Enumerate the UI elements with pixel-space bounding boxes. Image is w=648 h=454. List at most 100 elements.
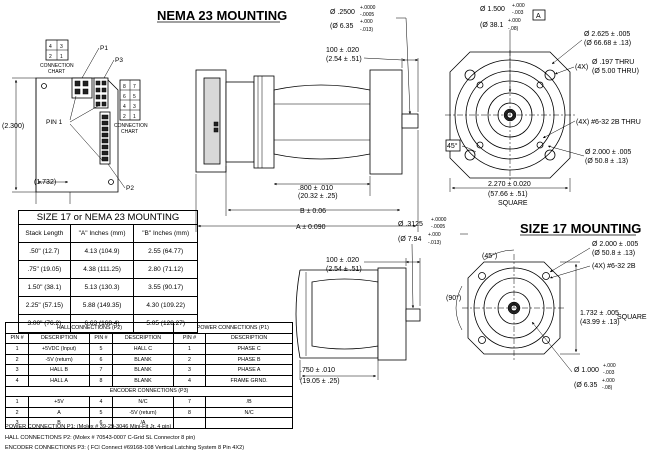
table-cell: 2 bbox=[4, 353, 30, 366]
table-cell: A bbox=[28, 406, 90, 419]
table-cell: 7 bbox=[172, 396, 207, 408]
s17-angle-90: (90°) bbox=[446, 294, 461, 302]
tol-minus: -.08) bbox=[602, 385, 613, 391]
nema-shaft-dia: Ø .2500 bbox=[330, 9, 355, 16]
table-row: 2 A 5 -5V (return) 8 N/C bbox=[4, 406, 293, 419]
table-row: 4 HALL A 8 BLANK 4 FRAME GRND. bbox=[4, 374, 293, 387]
p1-label: P1 bbox=[100, 45, 108, 52]
power-title: POWER CONNECTIONS (P1) bbox=[172, 322, 294, 334]
a-dim: A ± 0.090 bbox=[296, 224, 326, 231]
table-cell: 2.55 (64.77) bbox=[133, 242, 198, 261]
table-cell: 8 bbox=[172, 406, 207, 419]
table-cell bbox=[172, 417, 207, 429]
col-header: DESCRIPTION bbox=[112, 332, 174, 345]
hole-dia: Ø .197 THRU bbox=[592, 59, 634, 66]
tol-minus: -.003 bbox=[512, 10, 524, 16]
table-row: 3 HALL B 7 BLANK 3 PHASE A bbox=[4, 364, 293, 376]
note-hall: HALL CONNECTIONS P2: (Molex # 70543-0007… bbox=[5, 435, 196, 441]
s17-bc: Ø 2.000 ± .005 bbox=[592, 241, 638, 248]
chart-left-cell: 1 bbox=[60, 54, 63, 60]
s17-shaft-dia-mm: (Ø 7.94 bbox=[398, 236, 421, 243]
table-cell: 4 bbox=[88, 396, 114, 408]
nema23-front-view: Ø 1.500 +.000 -.003 (Ø 38.1 +.000 -.08) … bbox=[445, 3, 641, 207]
tol-minus: -.003 bbox=[603, 370, 615, 376]
table-cell: 3 bbox=[4, 364, 30, 376]
note-power: POWER CONNECTION P1: (Molex # 39-29-3046… bbox=[5, 424, 172, 430]
table-row: .50" (12.7) 4.13 (104.9) 2.55 (64.77) bbox=[18, 242, 198, 261]
table-cell: .75" (19.05) bbox=[18, 260, 71, 279]
hall-title: HALL CONNECTIONS (P2) bbox=[5, 322, 174, 334]
table-cell: 2.25" (57.15) bbox=[18, 296, 71, 315]
col-header: DESCRIPTION bbox=[205, 332, 293, 345]
table-cell: BLANK bbox=[112, 364, 174, 376]
chart-right-cell: 8 bbox=[123, 84, 126, 90]
table-cell: FRAME GRND. bbox=[205, 374, 293, 387]
p3-label: P3 bbox=[115, 57, 123, 64]
chart-left-cell: 2 bbox=[49, 54, 52, 60]
table-cell: 6 bbox=[88, 353, 114, 366]
table-cell: 3 bbox=[4, 417, 30, 429]
size17-side-view: .750 ± .010 (19.05 ± .25) 100 ± .020 (2.… bbox=[295, 217, 468, 385]
stack-length-table: SIZE 17 or NEMA 23 MOUNTING Stack Length… bbox=[18, 210, 198, 333]
chart-left-cell: 4 bbox=[49, 44, 52, 50]
s17-pilot-mm: (Ø 6.35 bbox=[574, 382, 597, 389]
square-dim: 2.270 ± 0.020 bbox=[488, 181, 531, 188]
height-dim: (2.300) bbox=[2, 123, 24, 130]
s17-square: 1.732 ± .005 bbox=[580, 310, 619, 317]
table-cell: /B bbox=[205, 396, 293, 408]
pilot-dia: Ø 1.500 bbox=[480, 6, 505, 13]
tol-minus: -.0005 bbox=[431, 224, 445, 230]
square-dim-mm: (57.66 ± .51) bbox=[488, 191, 528, 198]
table-cell: HALL A bbox=[28, 374, 90, 387]
hole-count: (4X) bbox=[575, 64, 588, 71]
table-cell: 4 bbox=[172, 374, 207, 387]
table-cell: HALL C bbox=[112, 343, 174, 355]
tol-plus: +.0000 bbox=[360, 5, 376, 11]
bc-dia: Ø 2.625 ± .005 bbox=[584, 31, 630, 38]
table-row: 1 +5V 4 N/C 7 /B bbox=[4, 396, 293, 408]
thread-callout: (4X) #6-32 2B THRU bbox=[576, 119, 641, 126]
table-row: 3 B 6 /A bbox=[4, 417, 293, 429]
table-cell bbox=[205, 417, 293, 429]
s17-shaft-len: 100 ± .020 bbox=[326, 257, 359, 264]
table-cell: N/C bbox=[205, 406, 293, 419]
tol-plus: +.000 bbox=[360, 19, 373, 25]
table-cell: BLANK bbox=[112, 353, 174, 366]
size17-title: SIZE 17 MOUNTING bbox=[520, 221, 641, 236]
tol-minus: -.013) bbox=[360, 27, 373, 33]
nema-flange-len-mm: (20.32 ± .25) bbox=[298, 193, 338, 200]
table-cell: 5 bbox=[88, 406, 114, 419]
b-dim: B ± 0.06 bbox=[300, 208, 326, 215]
bc2-dia: Ø 2.000 ± .005 bbox=[585, 149, 631, 156]
table-cell: .50" (12.7) bbox=[18, 242, 71, 261]
s17-thread: (4X) #6-32 2B bbox=[592, 263, 636, 270]
table-cell: 1.50" (38.1) bbox=[18, 278, 71, 297]
tol-plus: +.0000 bbox=[431, 217, 447, 223]
table-cell: HALL B bbox=[28, 364, 90, 376]
table-cell: 4 bbox=[4, 374, 30, 387]
table-cell: 2 bbox=[172, 353, 207, 366]
s17-shaft-len-mm: (2.54 ± .51) bbox=[326, 266, 362, 273]
tol-plus: +.000 bbox=[512, 3, 525, 9]
s17-bc-mm: (Ø 50.8 ± .13) bbox=[592, 250, 635, 257]
table-cell: BLANK bbox=[112, 374, 174, 387]
tol-plus: +.000 bbox=[428, 232, 441, 238]
width-dim: (1.732) bbox=[34, 179, 56, 186]
tol-plus: +.000 bbox=[508, 18, 521, 24]
tol-plus: +.000 bbox=[602, 378, 615, 384]
table-cell: N/C bbox=[112, 396, 174, 408]
s17-flange-len-mm: (19.05 ± .25) bbox=[300, 378, 340, 385]
tol-minus: -.0005 bbox=[360, 12, 374, 18]
chart-right-cell: 6 bbox=[123, 94, 126, 100]
table-cell: 1 bbox=[4, 396, 30, 408]
table-cell: PHASE A bbox=[205, 364, 293, 376]
table-row: 1 +5VDC (Input) 5 HALL C 1 PHASE C bbox=[4, 343, 293, 355]
nema-shaft-len-mm: (2.54 ± .51) bbox=[326, 56, 362, 63]
tol-minus: -.013) bbox=[428, 240, 441, 246]
chart-left-cell: 3 bbox=[60, 44, 63, 50]
nema-shaft-dia-mm: (Ø 6.35 bbox=[330, 23, 353, 30]
table-cell: 2.80 (71.12) bbox=[133, 260, 198, 279]
stack-header: Stack Length bbox=[18, 224, 71, 243]
